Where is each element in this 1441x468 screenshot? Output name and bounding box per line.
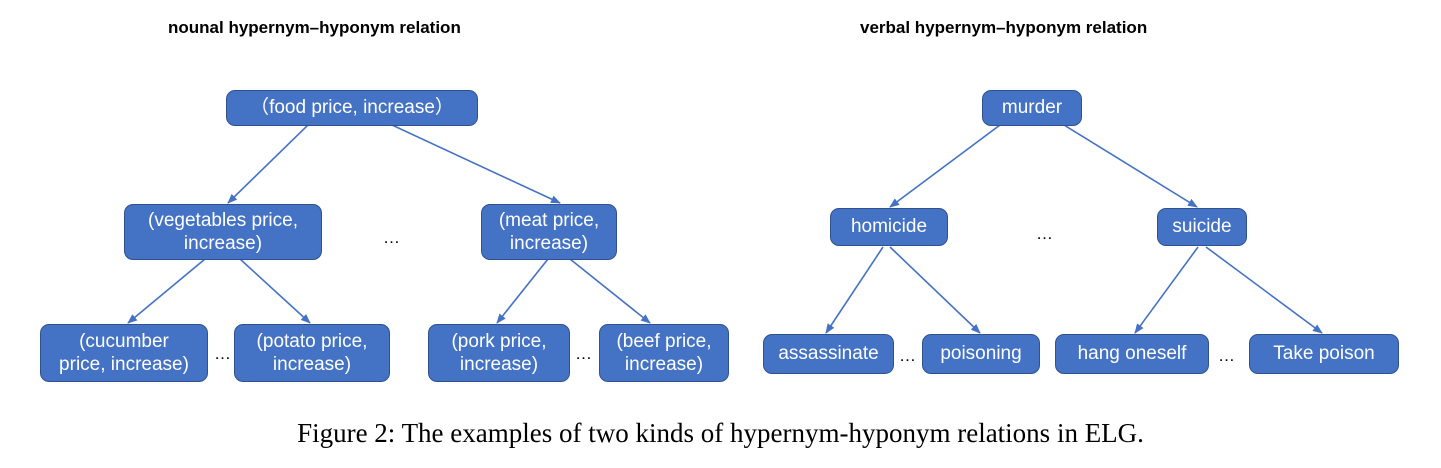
node-murder: murder xyxy=(982,90,1082,126)
ellipsis-nounal-middle: … xyxy=(383,228,400,247)
node-pork-price: (pork price, increase) xyxy=(428,324,570,382)
edge-homicide-assassinate xyxy=(825,246,884,334)
edge-suicide-takepoison xyxy=(1205,246,1323,334)
edge-suicide-hang xyxy=(1134,246,1199,334)
ellipsis-vegetables-children: … xyxy=(214,344,231,363)
node-potato-price: (potato price, increase) xyxy=(234,324,390,382)
edge-vegetables-potato xyxy=(239,258,311,324)
node-homicide: homicide xyxy=(830,208,948,246)
ellipsis-meat-children: … xyxy=(575,344,592,363)
node-poisoning: poisoning xyxy=(922,334,1040,374)
edge-murder-suicide xyxy=(1063,124,1198,208)
ellipsis-verbal-middle: … xyxy=(1036,224,1053,243)
edge-food-vegetables xyxy=(227,124,309,204)
edge-meat-beef xyxy=(569,258,651,324)
node-hang-oneself: hang oneself xyxy=(1055,334,1209,374)
ellipsis-suicide-children: … xyxy=(1218,346,1235,365)
edge-vegetables-cucumber xyxy=(127,258,206,324)
edge-meat-pork xyxy=(496,258,549,324)
node-vegetables-price: (vegetables price, increase) xyxy=(124,204,322,260)
node-cucumber-price: (cucumber price, increase) xyxy=(40,324,208,382)
node-assassinate: assassinate xyxy=(763,334,894,374)
node-food-price-increase: （food price, increase） xyxy=(226,90,478,126)
node-take-poison: Take poison xyxy=(1249,334,1399,374)
node-meat-price: (meat price, increase) xyxy=(481,204,617,260)
verbal-panel-title: verbal hypernym–hyponym relation xyxy=(860,18,1148,37)
node-suicide: suicide xyxy=(1157,208,1247,246)
edge-homicide-poisoning xyxy=(889,246,981,334)
edge-murder-homicide xyxy=(889,124,1001,208)
ellipsis-homicide-children: … xyxy=(899,346,916,365)
figure-caption: Figure 2: The examples of two kinds of h… xyxy=(297,418,1144,448)
node-beef-price: (beef price, increase) xyxy=(599,324,729,382)
edge-food-meat xyxy=(391,124,561,204)
nounal-panel-title: nounal hypernym–hyponym relation xyxy=(168,18,461,37)
